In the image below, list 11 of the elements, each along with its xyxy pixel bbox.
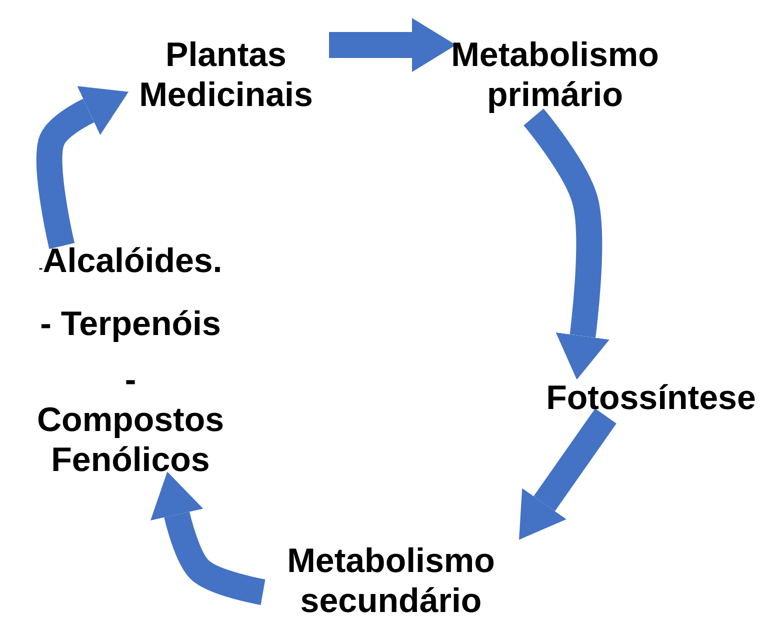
node-label: - Compostos Fenólicos <box>36 360 225 480</box>
node-label: Metabolismo secundário <box>286 541 496 621</box>
node-label: Metabolismo primário <box>450 35 660 115</box>
curved-arrow <box>519 408 616 540</box>
curved-arrow <box>329 21 456 69</box>
curved-arrow <box>154 472 266 605</box>
curved-arrow <box>524 108 606 380</box>
curved-arrow <box>36 89 128 249</box>
node-label: Plantas Medicinais <box>138 35 314 115</box>
node-label: - Terpenóis <box>40 304 221 344</box>
node-label: Fotossíntese <box>546 378 756 418</box>
